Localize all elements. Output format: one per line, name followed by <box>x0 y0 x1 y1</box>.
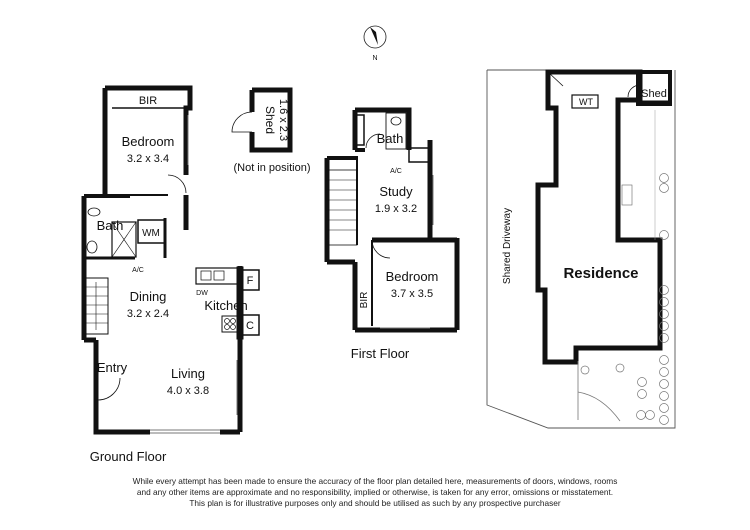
shed-note: (Not in position) <box>233 162 310 174</box>
ff-bir-label: BIR <box>359 292 370 309</box>
water-tank-label: WT <box>579 97 593 107</box>
site-shed-label: Shed <box>641 88 667 100</box>
ff-bath-label: Bath <box>377 131 404 146</box>
washing-machine-label: WM <box>142 228 160 239</box>
compass: N <box>363 25 387 62</box>
disclaimer-line: This plan is for illustrative purposes o… <box>189 498 561 508</box>
disclaimer: While every attempt has been made to ens… <box>0 476 750 509</box>
first-floor-labels: Bath A/C Study 1.9 x 3.2 Bedroom 3.7 x 3… <box>351 131 439 361</box>
dining-name: Dining <box>130 289 167 304</box>
shed-labels: Shed 1.6 x 2.3 (Not in position) <box>233 99 310 174</box>
first-floor-plan <box>324 107 460 333</box>
gf-bedroom-size: 3.2 x 3.4 <box>127 153 169 165</box>
living-name: Living <box>171 366 205 381</box>
ff-bedroom-name: Bedroom <box>386 269 439 284</box>
ground-floor-plan <box>81 85 244 435</box>
ff-bedroom-size: 3.7 x 3.5 <box>391 288 433 300</box>
residence-label: Residence <box>563 265 638 282</box>
dishwasher-label: DW <box>196 290 208 297</box>
site-plan <box>486 69 676 429</box>
ground-floor-title: Ground Floor <box>90 449 167 464</box>
study-size: 1.9 x 3.2 <box>375 203 417 215</box>
entry-label: Entry <box>97 360 128 375</box>
kitchen-appliance-boxes <box>241 269 260 336</box>
site-labels: Residence Shed WT Shared Driveway <box>502 88 667 284</box>
gf-bir-label: BIR <box>139 95 157 107</box>
dining-size: 3.2 x 2.4 <box>127 308 169 320</box>
living-size: 4.0 x 3.8 <box>167 385 209 397</box>
ground-floor-labels: BIR Bedroom 3.2 x 3.4 Bath WM A/C Dining… <box>90 95 254 464</box>
first-floor-title: First Floor <box>351 346 410 361</box>
north-arrow-icon <box>370 27 378 45</box>
disclaimer-line: and any other items are approximate and … <box>136 487 614 497</box>
cooktop-label: C <box>246 320 254 332</box>
compass-north-label: N <box>372 55 377 62</box>
disclaimer-line: While every attempt has been made to ens… <box>132 476 618 486</box>
shed-plan <box>231 87 293 153</box>
site-shrubs <box>580 173 669 425</box>
shed-size: 1.6 x 2.3 <box>277 99 289 141</box>
study-name: Study <box>379 184 413 199</box>
ff-ac-label: A/C <box>390 168 402 175</box>
kitchen-label: Kitchen <box>204 298 247 313</box>
gf-bath-label: Bath <box>97 218 124 233</box>
shed-name: Shed <box>263 106 277 134</box>
shared-driveway-label: Shared Driveway <box>502 208 513 284</box>
fridge-label: F <box>247 275 254 287</box>
gf-bedroom-name: Bedroom <box>122 134 175 149</box>
gf-ac-label: A/C <box>132 267 144 274</box>
